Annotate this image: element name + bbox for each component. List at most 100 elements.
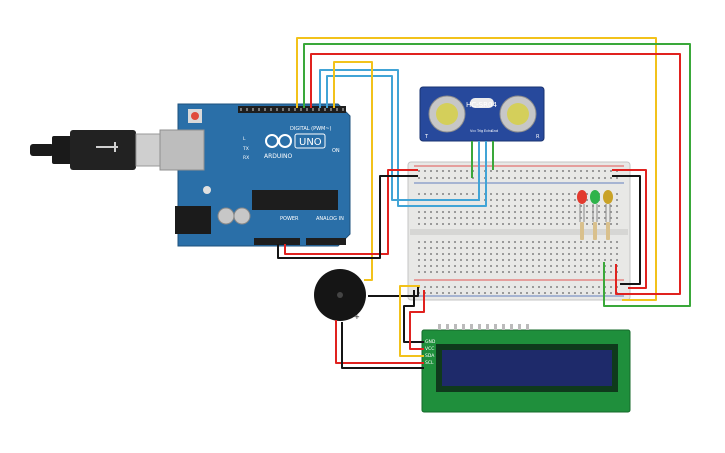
breadboard-hole bbox=[472, 253, 474, 255]
breadboard-hole bbox=[526, 223, 528, 225]
breadboard-hole bbox=[526, 217, 528, 219]
breadboard-hole bbox=[556, 259, 558, 261]
breadboard-hole bbox=[604, 217, 606, 219]
breadboard-hole bbox=[592, 292, 594, 294]
breadboard-hole bbox=[418, 241, 420, 243]
breadboard-hole bbox=[490, 265, 492, 267]
breadboard-hole bbox=[448, 193, 450, 195]
breadboard-hole bbox=[574, 259, 576, 261]
breadboard-hole bbox=[508, 292, 510, 294]
breadboard-hole bbox=[538, 177, 540, 179]
breadboard-hole bbox=[520, 259, 522, 261]
analog-header bbox=[306, 238, 346, 245]
analog-header-label: ANALOG IN bbox=[316, 216, 344, 222]
breadboard-hole bbox=[508, 265, 510, 267]
breadboard-hole bbox=[424, 265, 426, 267]
breadboard-hole bbox=[562, 292, 564, 294]
breadboard-hole bbox=[550, 193, 552, 195]
breadboard-hole bbox=[532, 177, 534, 179]
wire-red-5v bbox=[284, 169, 418, 255]
breadboard-hole bbox=[592, 265, 594, 267]
breadboard-hole bbox=[604, 259, 606, 261]
breadboard-hole bbox=[586, 271, 588, 273]
breadboard-hole bbox=[520, 193, 522, 195]
breadboard-hole bbox=[592, 241, 594, 243]
breadboard-hole bbox=[460, 292, 462, 294]
breadboard-hole bbox=[442, 286, 444, 288]
breadboard-hole bbox=[460, 177, 462, 179]
breadboard-hole bbox=[526, 253, 528, 255]
breadboard-hole bbox=[472, 292, 474, 294]
breadboard-hole bbox=[442, 193, 444, 195]
arduino-board[interactable]: ARDUINO UNO ON L TX RX DIGITAL (PWM~) PO… bbox=[159, 103, 351, 247]
breadboard-hole bbox=[580, 253, 582, 255]
breadboard-hole bbox=[550, 253, 552, 255]
breadboard-hole bbox=[508, 193, 510, 195]
breadboard[interactable] bbox=[407, 161, 631, 301]
breadboard-hole bbox=[526, 211, 528, 213]
breadboard-hole bbox=[490, 211, 492, 213]
breadboard-hole bbox=[532, 286, 534, 288]
breadboard-hole bbox=[502, 217, 504, 219]
breadboard-hole bbox=[460, 193, 462, 195]
breadboard-hole bbox=[478, 292, 480, 294]
breadboard-hole bbox=[502, 211, 504, 213]
breadboard-hole bbox=[550, 205, 552, 207]
breadboard-hole bbox=[544, 247, 546, 249]
breadboard-hole bbox=[550, 259, 552, 261]
breadboard-hole bbox=[526, 205, 528, 207]
breadboard-hole bbox=[562, 265, 564, 267]
breadboard-hole bbox=[442, 292, 444, 294]
breadboard-hole bbox=[574, 170, 576, 172]
breadboard-hole bbox=[574, 286, 576, 288]
breadboard-hole bbox=[556, 170, 558, 172]
breadboard-hole bbox=[508, 217, 510, 219]
led-yellow[interactable] bbox=[603, 190, 613, 222]
breadboard-hole bbox=[610, 253, 612, 255]
breadboard-hole bbox=[532, 205, 534, 207]
breadboard-hole bbox=[436, 265, 438, 267]
buzzer[interactable]: + bbox=[314, 269, 366, 321]
breadboard-hole bbox=[556, 271, 558, 273]
breadboard-hole bbox=[448, 217, 450, 219]
breadboard-hole bbox=[544, 271, 546, 273]
breadboard-hole bbox=[586, 199, 588, 201]
breadboard-hole bbox=[466, 292, 468, 294]
breadboard-hole bbox=[586, 177, 588, 179]
breadboard-hole bbox=[544, 217, 546, 219]
breadboard-hole bbox=[478, 265, 480, 267]
breadboard-hole bbox=[496, 205, 498, 207]
breadboard-hole bbox=[514, 223, 516, 225]
breadboard-hole bbox=[526, 170, 528, 172]
breadboard-hole bbox=[430, 265, 432, 267]
breadboard-hole bbox=[556, 241, 558, 243]
breadboard-hole bbox=[574, 217, 576, 219]
breadboard-hole bbox=[616, 259, 618, 261]
breadboard-hole bbox=[430, 223, 432, 225]
breadboard-hole bbox=[484, 223, 486, 225]
led-green[interactable] bbox=[590, 190, 600, 222]
breadboard-hole bbox=[592, 177, 594, 179]
breadboard-hole bbox=[442, 241, 444, 243]
breadboard-hole bbox=[424, 217, 426, 219]
breadboard-hole bbox=[556, 292, 558, 294]
breadboard-hole bbox=[478, 223, 480, 225]
breadboard-hole bbox=[520, 241, 522, 243]
breadboard-hole bbox=[484, 265, 486, 267]
breadboard-hole bbox=[610, 170, 612, 172]
ultrasonic-sensor[interactable]: HC-SR04 T R Vcc Trig Echo Gnd bbox=[419, 86, 545, 142]
lcd-pin-gnd: GND bbox=[425, 339, 436, 345]
breadboard-hole bbox=[502, 205, 504, 207]
lcd-display[interactable]: GND VCC SDA SCL bbox=[421, 324, 631, 413]
breadboard-hole bbox=[592, 259, 594, 261]
lcd-pin-vcc: VCC bbox=[425, 346, 434, 352]
breadboard-hole bbox=[442, 177, 444, 179]
breadboard-hole bbox=[472, 217, 474, 219]
breadboard-hole bbox=[490, 286, 492, 288]
breadboard-hole bbox=[610, 292, 612, 294]
breadboard-hole bbox=[502, 193, 504, 195]
breadboard-hole bbox=[514, 170, 516, 172]
breadboard-hole bbox=[478, 286, 480, 288]
led-red[interactable] bbox=[577, 190, 587, 222]
breadboard-hole bbox=[598, 259, 600, 261]
